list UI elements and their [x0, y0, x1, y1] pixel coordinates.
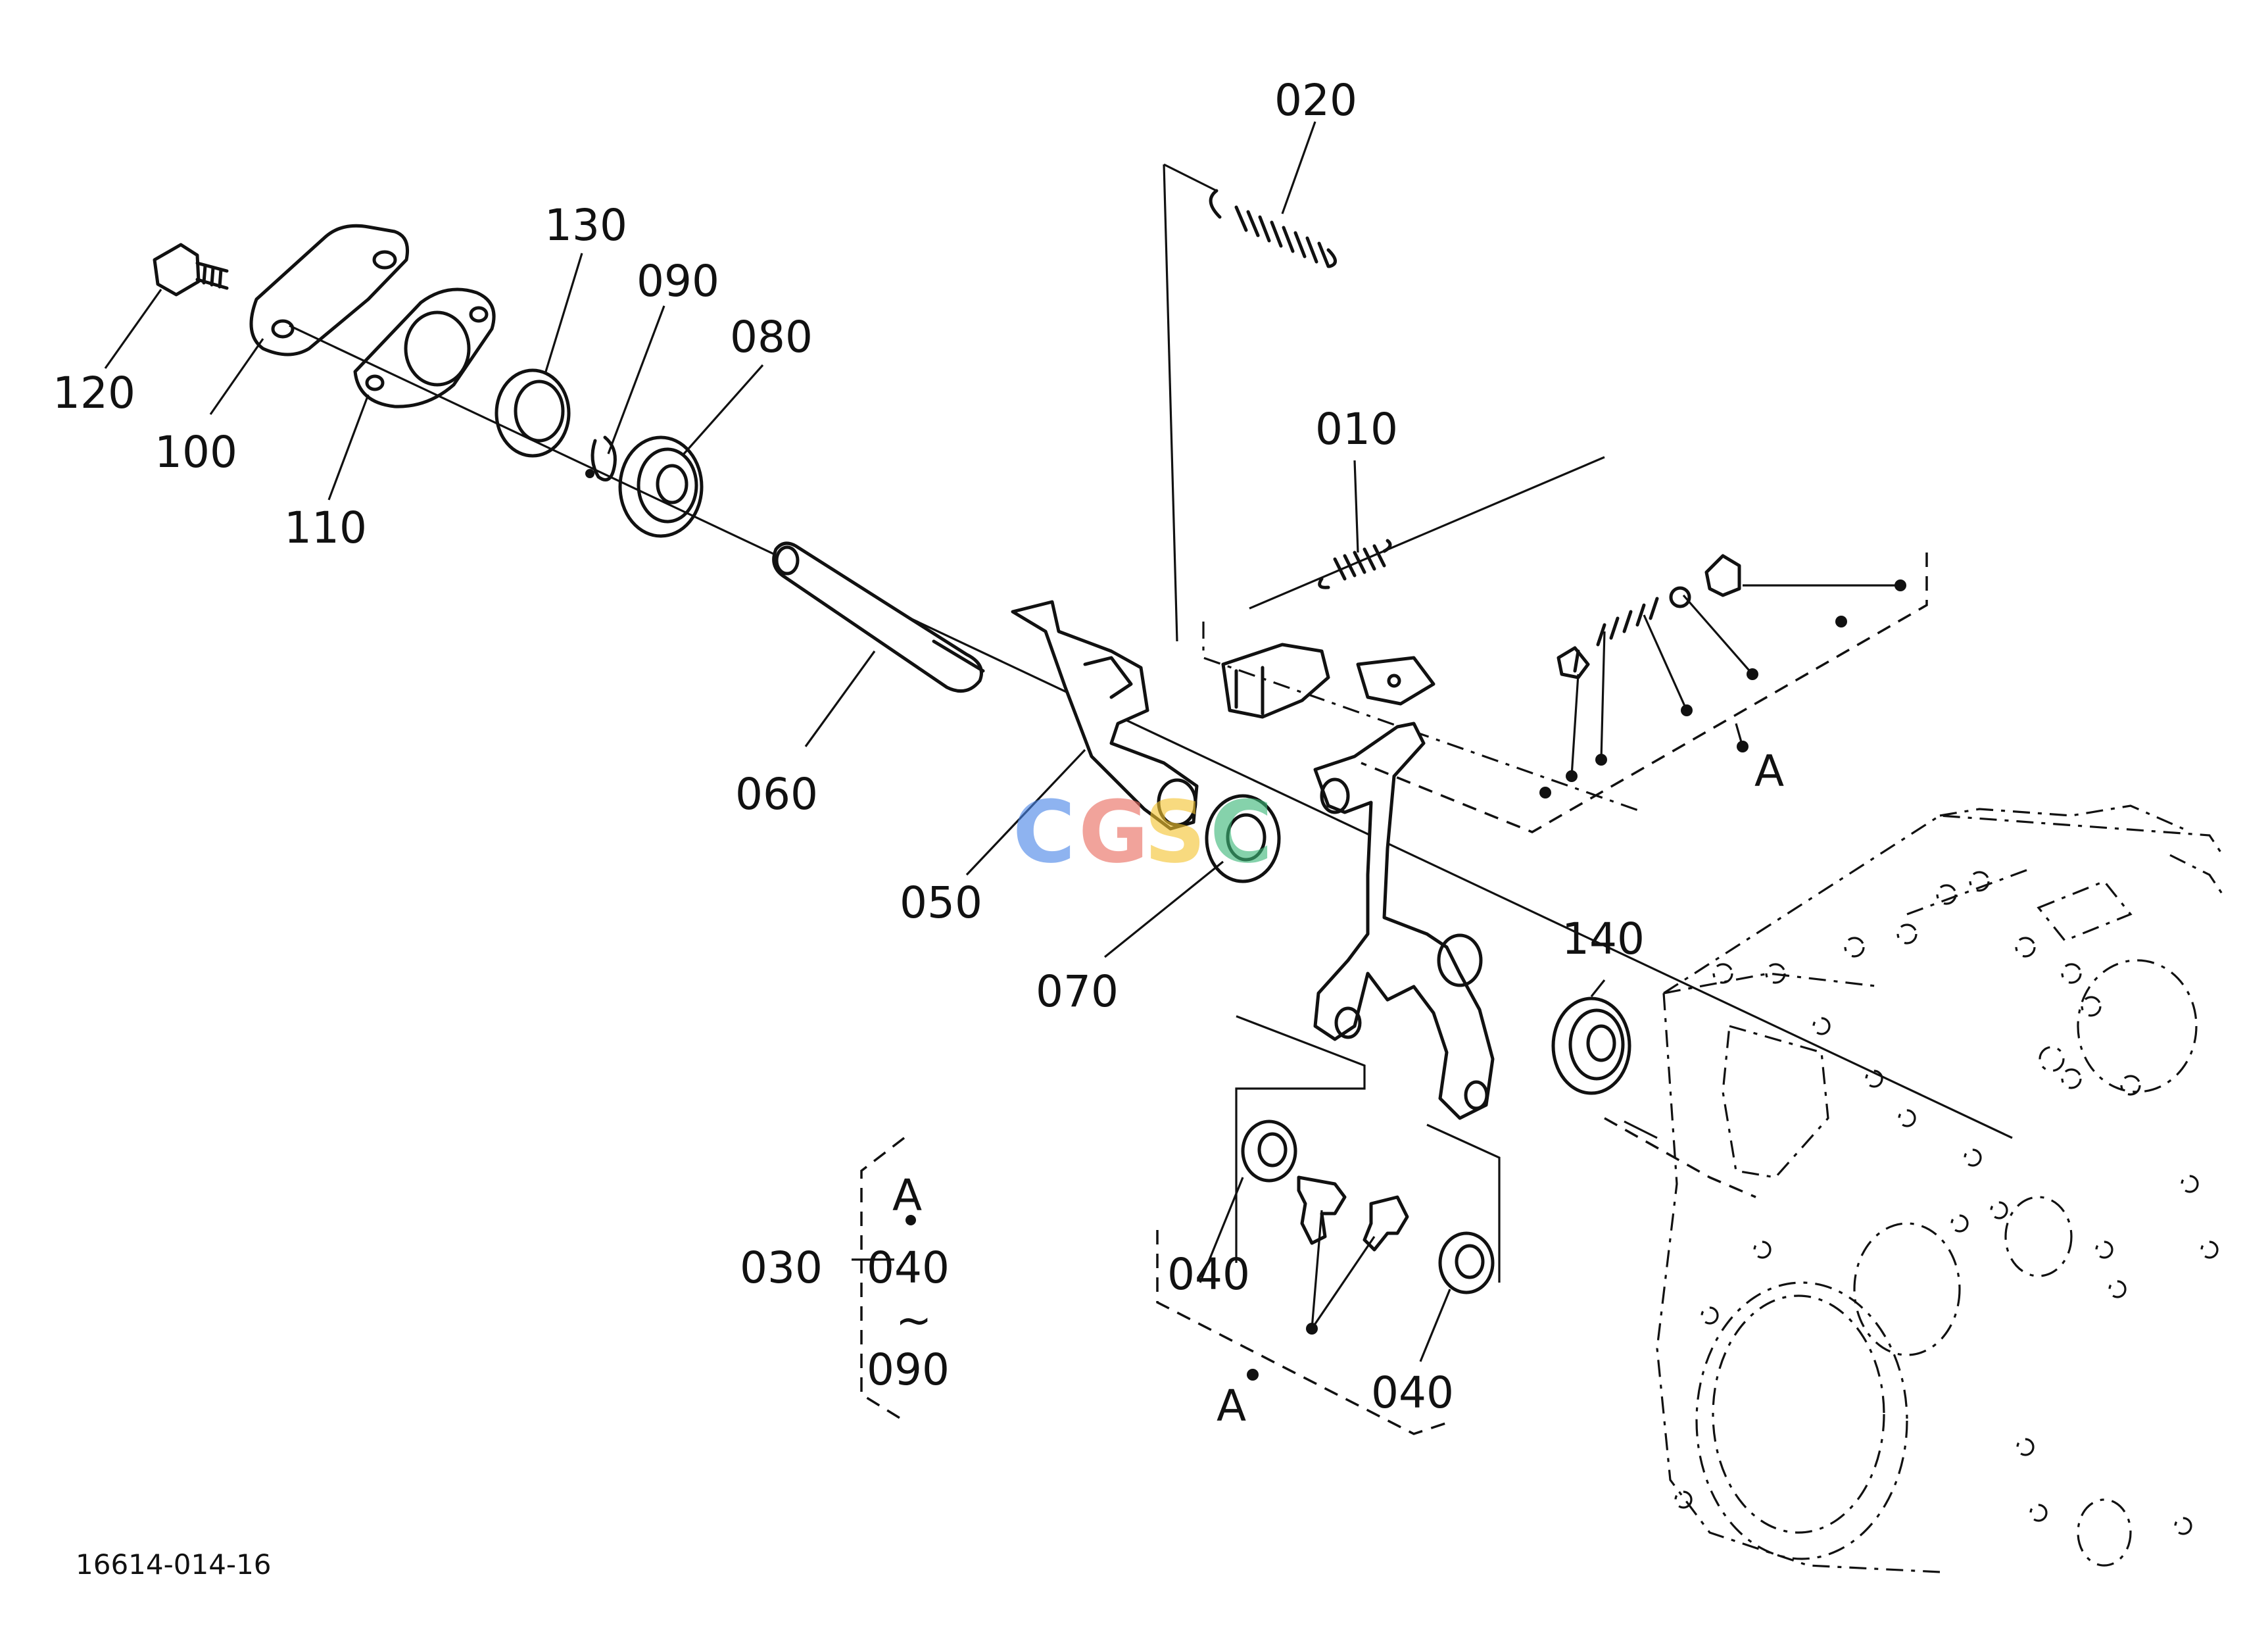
watermark-letter-4: C: [1210, 782, 1272, 882]
marker-a-bracket: A: [892, 1170, 922, 1221]
watermark-letter-2: G: [1078, 782, 1149, 882]
engine-block: [1656, 804, 2224, 1573]
leader-lines: [104, 121, 1606, 1261]
label-040-left: 040: [1167, 1249, 1250, 1300]
label-130: 130: [544, 200, 627, 251]
watermark-logo: C G S C: [1013, 782, 1272, 882]
label-100: 100: [155, 427, 237, 478]
label-040-bottom: 040: [1371, 1367, 1454, 1418]
washer-070: [1205, 794, 1281, 883]
label-020: 020: [1274, 75, 1357, 126]
label-010: 010: [1315, 404, 1398, 455]
kit-a-right-parts: [1556, 554, 1741, 679]
governor-lever-050: [1011, 600, 1199, 831]
cover-plate-100: [249, 224, 409, 356]
label-120: 120: [53, 368, 135, 418]
label-080: 080: [730, 312, 813, 362]
bracket-tilde: ~: [896, 1295, 932, 1346]
label-110: 110: [284, 503, 367, 553]
shaft-060: [772, 541, 985, 693]
bracket-from-040: 040: [867, 1242, 950, 1293]
label-030: 030: [740, 1242, 823, 1293]
label-090: 090: [637, 256, 719, 307]
assembly-bracket: [860, 1137, 905, 1422]
bolt-120: [153, 243, 229, 297]
bearing-140: [1551, 996, 1631, 1095]
bracket-dot: [905, 1215, 916, 1225]
bracket-to-090: 090: [867, 1344, 950, 1395]
watermark-letter-3: S: [1144, 782, 1206, 882]
circlip-090: [585, 435, 617, 481]
label-060: 060: [735, 769, 818, 820]
watermark-letter-1: C: [1013, 782, 1075, 882]
kit-a-right-dots: [1539, 579, 1906, 799]
label-070: 070: [1036, 966, 1119, 1017]
gasket-110: [353, 287, 496, 408]
kit-a-bottom-dots: [1247, 1369, 1259, 1381]
label-050: 050: [900, 877, 982, 928]
kit-a-bottom-parts: [1241, 1119, 1495, 1294]
fork-lever: [1313, 722, 1495, 1120]
control-link: [1221, 643, 1436, 719]
marker-a-right: A: [1754, 746, 1784, 797]
label-140: 140: [1562, 914, 1645, 964]
marker-a-bottom: A: [1217, 1381, 1246, 1431]
spring-020: [1209, 189, 1337, 268]
drawing-reference-code: 16614-014-16: [76, 1548, 272, 1581]
oil-seal-130: [495, 368, 571, 458]
